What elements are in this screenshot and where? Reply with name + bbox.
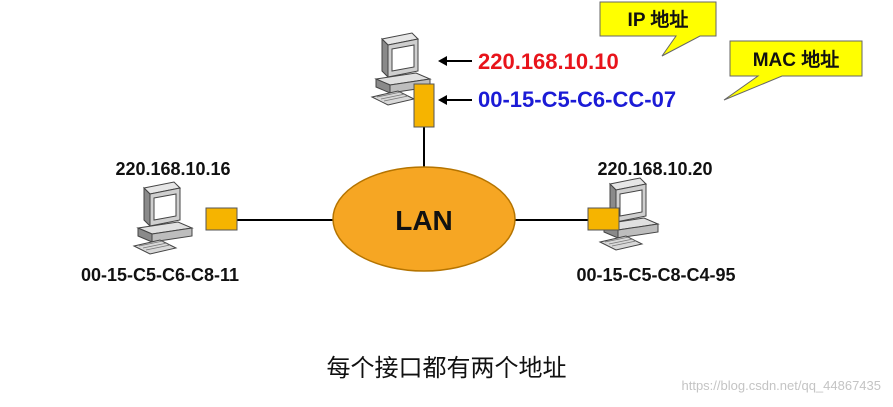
top-interface-block (413, 83, 435, 128)
right-ip-address: 220.168.10.20 (597, 159, 712, 179)
ip-callout-text: IP 地址 (628, 8, 689, 31)
left-ip-address: 220.168.10.16 (115, 159, 230, 179)
lan-label: LAN (395, 205, 453, 236)
right-mac-address: 00-15-C5-C8-C4-95 (576, 265, 735, 285)
mac-arrow-head (438, 95, 447, 105)
ip-callout-bubble (599, 1, 717, 57)
top-mac-address: 00-15-C5-C6-CC-07 (478, 87, 676, 112)
top-ip-address: 220.168.10.10 (478, 49, 619, 74)
left-computer-icon (133, 181, 193, 255)
mac-callout-bubble (723, 40, 863, 101)
mac-callout-text: MAC 地址 (753, 48, 840, 71)
left-interface-block (205, 207, 238, 231)
diagram-caption: 每个接口都有两个地址 (326, 354, 567, 382)
watermark: https://blog.csdn.net/qq_44867435 (681, 378, 882, 393)
left-mac-address: 00-15-C5-C6-C8-11 (81, 265, 239, 285)
ip-arrow-head (438, 56, 447, 66)
lan-ellipse (332, 166, 516, 272)
right-interface-block (587, 207, 620, 231)
